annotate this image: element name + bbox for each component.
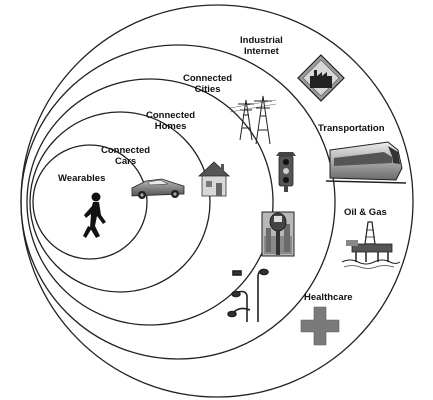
label-wearables: Wearables bbox=[58, 173, 105, 184]
oil-rig-icon bbox=[341, 221, 401, 269]
label-connected-cars-line1: Connected bbox=[101, 145, 151, 156]
medical-cross-icon bbox=[300, 306, 340, 346]
sports-car-icon bbox=[131, 178, 185, 199]
label-wearables-line1: Wearables bbox=[58, 173, 106, 184]
traffic-light-icon bbox=[276, 152, 296, 192]
runner-icon bbox=[83, 192, 106, 238]
label-healthcare-text: Healthcare bbox=[304, 292, 353, 303]
label-connected-cars: Connected Cars bbox=[101, 145, 150, 167]
label-connected-cities-line2: Cities bbox=[194, 84, 221, 95]
label-oil-gas: Oil & Gas bbox=[344, 207, 387, 218]
label-connected-cities-line1: Connected bbox=[183, 73, 233, 84]
label-connected-homes: Connected Homes bbox=[146, 110, 195, 132]
house-icon bbox=[197, 161, 231, 197]
factory-sign-icon bbox=[297, 54, 345, 102]
label-oil-gas-text: Oil & Gas bbox=[344, 207, 387, 218]
ring-wearables bbox=[32, 144, 148, 260]
ring-connected-cars bbox=[29, 111, 211, 293]
ring-industrial-internet bbox=[20, 4, 414, 398]
street-lamp-icon bbox=[227, 268, 269, 322]
label-transportation: Transportation bbox=[318, 123, 385, 134]
ring-connected-cities bbox=[20, 44, 336, 360]
label-connected-cities: Connected Cities bbox=[183, 73, 232, 95]
parking-meter-icon bbox=[261, 211, 295, 257]
label-industrial-internet-line2: Internet bbox=[243, 46, 279, 57]
label-connected-homes-line2: Homes bbox=[154, 121, 187, 132]
power-tower-icon bbox=[229, 95, 277, 145]
label-industrial-internet-line1: Industrial bbox=[240, 35, 283, 46]
label-transportation-text: Transportation bbox=[318, 123, 385, 134]
train-icon bbox=[325, 141, 407, 184]
label-connected-homes-line1: Connected bbox=[146, 110, 196, 121]
ring-connected-homes bbox=[26, 78, 274, 326]
label-industrial-internet: Industrial Internet bbox=[240, 35, 283, 57]
label-connected-cars-line2: Cars bbox=[114, 156, 137, 167]
label-healthcare: Healthcare bbox=[304, 292, 353, 303]
